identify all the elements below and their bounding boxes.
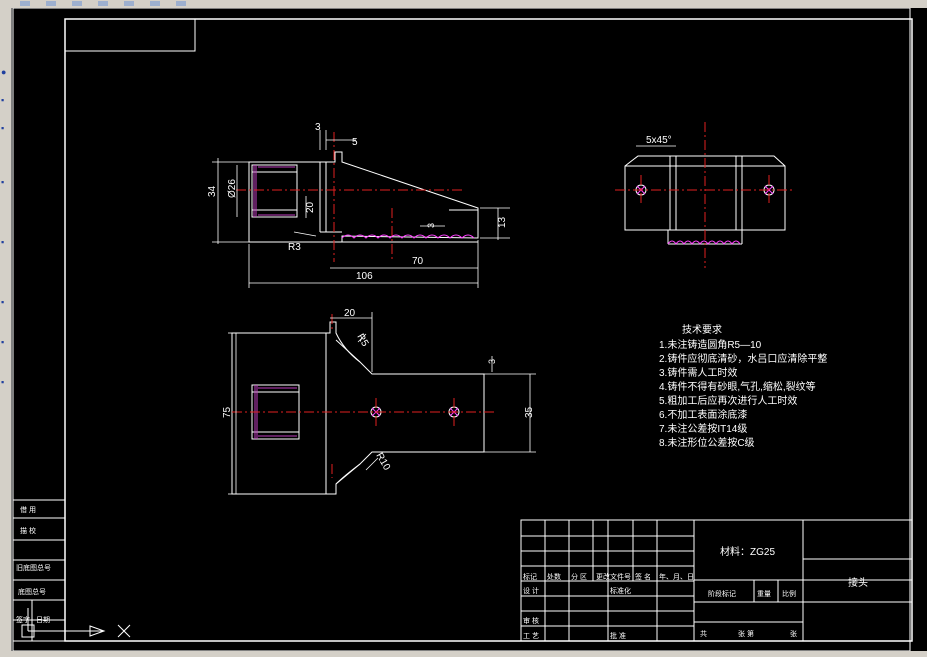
side-center-lines — [615, 122, 795, 268]
rev-header: 年、月、日 — [659, 572, 694, 581]
toolbar-button[interactable] — [98, 1, 108, 6]
tool-icon[interactable]: ▪ — [1, 377, 5, 387]
tool-icon[interactable]: ▪ — [1, 95, 5, 105]
tech-req-item: 2.铸件应彻底清砂，水吕口应清除平整 — [659, 352, 827, 365]
left-toolbar: ● ▪ ▪ ▪ ▪ ▪ ▪ ▪ — [0, 8, 12, 657]
left-table-cell: 日期 — [36, 616, 50, 624]
sheet-no-label: 张 第 — [738, 629, 754, 638]
tool-icon[interactable]: ▪ — [1, 177, 5, 187]
toolbar-button[interactable] — [46, 1, 56, 6]
dim-plan-3: 3 — [487, 359, 497, 364]
tool-icon[interactable]: ▪ — [1, 297, 5, 307]
tech-req-item: 5.粗加工后应再次进行人工时效 — [659, 394, 797, 407]
left-table-cell: 描 校 — [20, 526, 36, 535]
process-label: 工 艺 — [523, 632, 539, 640]
side-hatch — [667, 240, 741, 245]
approve-label: 批 准 — [610, 631, 626, 640]
toolbar-button[interactable] — [176, 1, 186, 6]
dim-height-34: 34 — [207, 185, 218, 197]
plan-view — [231, 321, 485, 495]
plan-thread-lines — [254, 385, 459, 439]
tech-req-item: 4.铸件不得有砂眼,气孔,缩松,裂纹等 — [659, 380, 816, 393]
tech-req-item: 6.不加工表面涂底漆 — [659, 408, 747, 421]
dim-106: 106 — [356, 271, 373, 282]
dim-chamfer: 5x45° — [646, 135, 672, 146]
application-top-bar — [0, 0, 927, 8]
left-table-cell: 借 用 — [20, 505, 36, 514]
technical-requirements: 技术要求 1.未注铸造圆角R5—10 2.铸件应彻底清砂，水吕口应清除平整 3.… — [659, 323, 827, 449]
left-table-cell: 底图总号 — [18, 587, 46, 596]
dim-70: 70 — [412, 256, 424, 267]
check-label: 审 核 — [523, 616, 539, 625]
dim-13: 13 — [497, 216, 508, 228]
plan-center-lines — [232, 314, 496, 478]
front-center-lines — [236, 132, 465, 262]
left-table-cell: 签字 — [16, 615, 30, 624]
toolbar-button[interactable] — [150, 1, 160, 6]
weight-label: 重量 — [757, 590, 771, 598]
tech-req-item: 1.未注铸造圆角R5—10 — [659, 338, 762, 351]
dim-35: 35 — [524, 406, 535, 418]
dim-vertical-20: 20 — [305, 201, 316, 213]
rev-header: 标记 — [523, 572, 537, 581]
left-table-text: 借 用 描 校 旧底图总号 底图总号 签字 日期 — [16, 505, 51, 624]
rev-header: 处数 — [547, 572, 561, 581]
dim-r10: R10 — [373, 451, 392, 473]
front-dimension-lines — [212, 130, 510, 288]
tech-req-item: 3.铸件需人工时效 — [659, 366, 737, 379]
front-view — [248, 151, 479, 243]
rev-header: 签 名 — [635, 572, 651, 581]
title-block — [520, 519, 913, 642]
dim-diameter-26: Ø26 — [227, 179, 238, 198]
dim-small-3: 3 — [426, 223, 436, 228]
dim-plan-20: 20 — [344, 308, 356, 319]
toolbar-button[interactable] — [124, 1, 134, 6]
tool-icon[interactable]: ▪ — [1, 337, 5, 347]
plan-dimension-lines — [228, 312, 536, 495]
dim-r5: R5 — [354, 332, 370, 349]
part-name: 接头 — [848, 576, 868, 589]
rev-header: 更改文件号 — [596, 572, 631, 581]
tech-req-item: 7.未注公差按IT14级 — [659, 422, 747, 435]
design-label: 设 计 — [523, 586, 539, 595]
sheet-outer-border — [12, 8, 911, 651]
scale-label: 比例 — [782, 589, 796, 598]
frame-corner-box — [64, 18, 196, 52]
ucs-icon — [21, 608, 131, 638]
sheets-total-label: 共 — [700, 629, 707, 638]
standardization-label: 标准化 — [610, 586, 631, 595]
material-label: 材料：ZG25 — [720, 545, 775, 558]
dim-top-3: 3 — [315, 122, 321, 133]
tech-req-item: 8.未注形位公差按C级 — [659, 436, 755, 449]
model-layout-tab-bar[interactable] — [11, 651, 927, 657]
left-table-cell: 旧底图总号 — [16, 563, 51, 572]
drawing-frame — [64, 18, 913, 642]
machining-hatch — [341, 234, 475, 239]
dim-r3: R3 — [288, 242, 301, 253]
toolbar-button[interactable] — [20, 1, 30, 6]
toolbar-button[interactable] — [72, 1, 82, 6]
tool-icon[interactable]: ● — [1, 67, 7, 77]
dim-75: 75 — [222, 406, 233, 418]
thread-lines — [253, 165, 295, 217]
dim-top-5: 5 — [352, 137, 358, 148]
left-margin-table — [12, 499, 66, 642]
tool-icon[interactable]: ▪ — [1, 237, 5, 247]
sheet-end-label: 张 — [790, 629, 797, 638]
rev-header: 分 区 — [571, 572, 587, 581]
tool-icon[interactable]: ▪ — [1, 123, 5, 133]
title-block-text: 标记 处数 分 区 更改文件号 签 名 年、月、日 设 计 标准化 审 核 工 … — [523, 572, 797, 640]
tech-req-title: 技术要求 — [682, 323, 722, 336]
stage-mark-label: 阶段标记 — [708, 589, 736, 598]
cad-drawing-canvas[interactable]: 3 5 34 Ø26 20 R3 3 13 70 106 5x45° — [11, 8, 927, 651]
